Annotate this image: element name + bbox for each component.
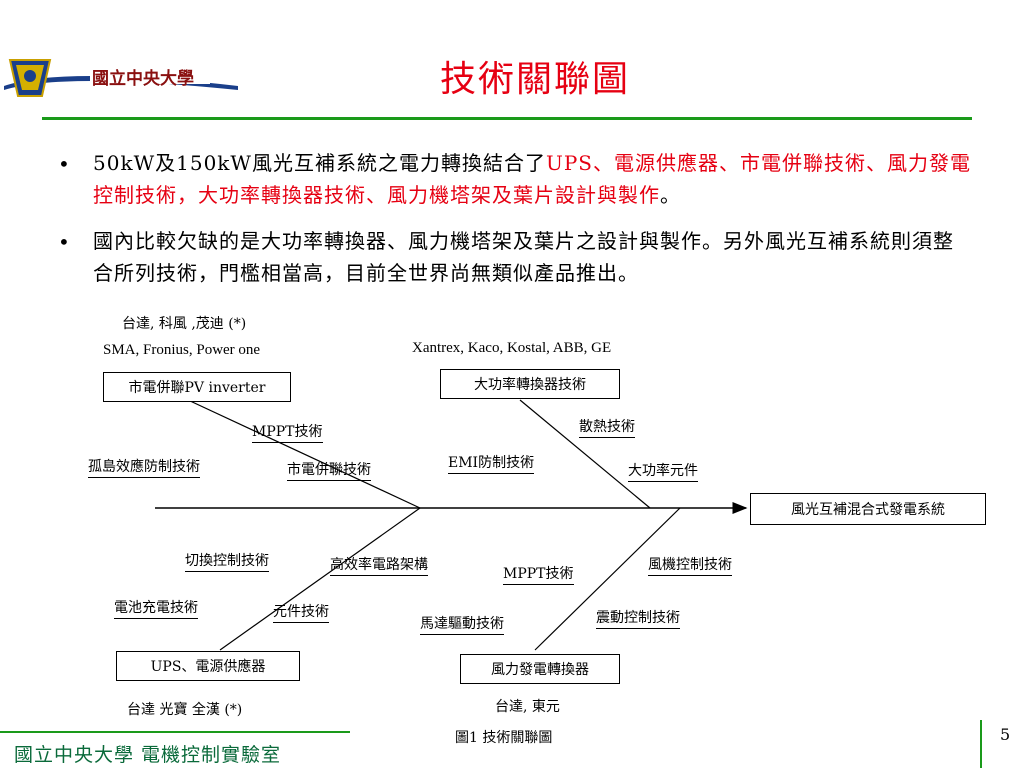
tech-label-battery-charging: 電池充電技術 [114, 597, 198, 619]
company-label-ups-local: 台達 光寶 全漢 (*) [127, 702, 243, 718]
tech-label-vibration: 震動控制技術 [596, 607, 680, 629]
footer-right-divider [980, 720, 982, 768]
tech-label-turbine-control: 風機控制技術 [648, 554, 732, 576]
footer-lab-name: 國立中央大學 電機控制實驗室 [14, 744, 282, 766]
company-label-converter-foreign: Xantrex, Kaco, Kostal, ABB, GE [412, 340, 612, 356]
box-pv-inverter: 市電併聯PV inverter [103, 372, 291, 402]
diagram-lines [155, 399, 748, 651]
box-wind-converter: 風力發電轉換器 [460, 654, 620, 684]
tech-label-motor-drive: 馬達驅動技術 [420, 613, 504, 635]
bullet-2-text: 國內比較欠缺的是大功率轉換器、風力機塔架及葉片之設計與製作。另外風光互補系統則須… [93, 229, 954, 285]
company-label-pv-local: 台達, 科風 ,茂迪 (*) [122, 316, 247, 332]
box-hybrid-system: 風光互補混合式發電系統 [750, 493, 986, 525]
tech-label-switching: 切換控制技術 [185, 550, 269, 572]
box-ups: UPS、電源供應器 [116, 651, 300, 681]
bullet-marker: • [58, 230, 70, 254]
tech-label-heat: 散熱技術 [579, 416, 635, 438]
tech-label-mppt-top: MPPT技術 [252, 421, 323, 443]
page-number: 5 [1000, 725, 1011, 744]
page-title: 技術關聯圖 [440, 59, 631, 100]
bullet-1-text-b: 。 [660, 183, 681, 207]
company-label-pv-foreign: SMA, Fronius, Power one [103, 342, 261, 358]
bullet-1: 50kW及150kW風光互補系統之電力轉換結合了UPS、電源供應器、市電併聯技術… [93, 147, 973, 211]
tech-label-islanding: 孤島效應防制技術 [88, 456, 200, 478]
tech-label-mppt-bottom: MPPT技術 [503, 563, 574, 585]
bullet-marker: • [58, 152, 70, 176]
tech-label-grid-tie: 市電併聯技術 [287, 459, 371, 481]
rib-pv-inverter [187, 399, 421, 509]
rib-wind-converter [534, 507, 681, 651]
tech-label-emi: EMI防制技術 [448, 452, 535, 474]
fishbone-diagram: 台達, 科風 ,茂迪 (*) SMA, Fronius, Power one X… [0, 300, 1024, 730]
bullet-1-text-a: 50kW及150kW風光互補系統之電力轉換結合了 [93, 151, 546, 175]
bullet-1-highlight: UPS、電源供應器、市電併聯技術、風力發電控制技術，大功率轉換器技術、風力機塔架… [93, 151, 971, 207]
company-label-wind-local: 台達, 東元 [495, 699, 560, 715]
title-divider [42, 117, 972, 120]
bullet-2: 國內比較欠缺的是大功率轉換器、風力機塔架及葉片之設計與製作。另外風光互補系統則須… [93, 225, 973, 289]
tech-label-power-components: 大功率元件 [628, 460, 698, 482]
logo-text: 國立中央大學 [92, 69, 194, 89]
university-logo: 國立中央大學 [2, 56, 242, 102]
tech-label-high-eff-circuit: 高效率電路架構 [330, 554, 428, 576]
rib-converter [519, 399, 651, 509]
figure-caption: 圖1 技術關聯圖 [455, 730, 553, 746]
tech-label-component-tech: 元件技術 [273, 601, 329, 623]
rib-ups [219, 507, 421, 651]
footer-divider [0, 731, 350, 733]
box-high-power-converter: 大功率轉換器技術 [440, 369, 620, 399]
